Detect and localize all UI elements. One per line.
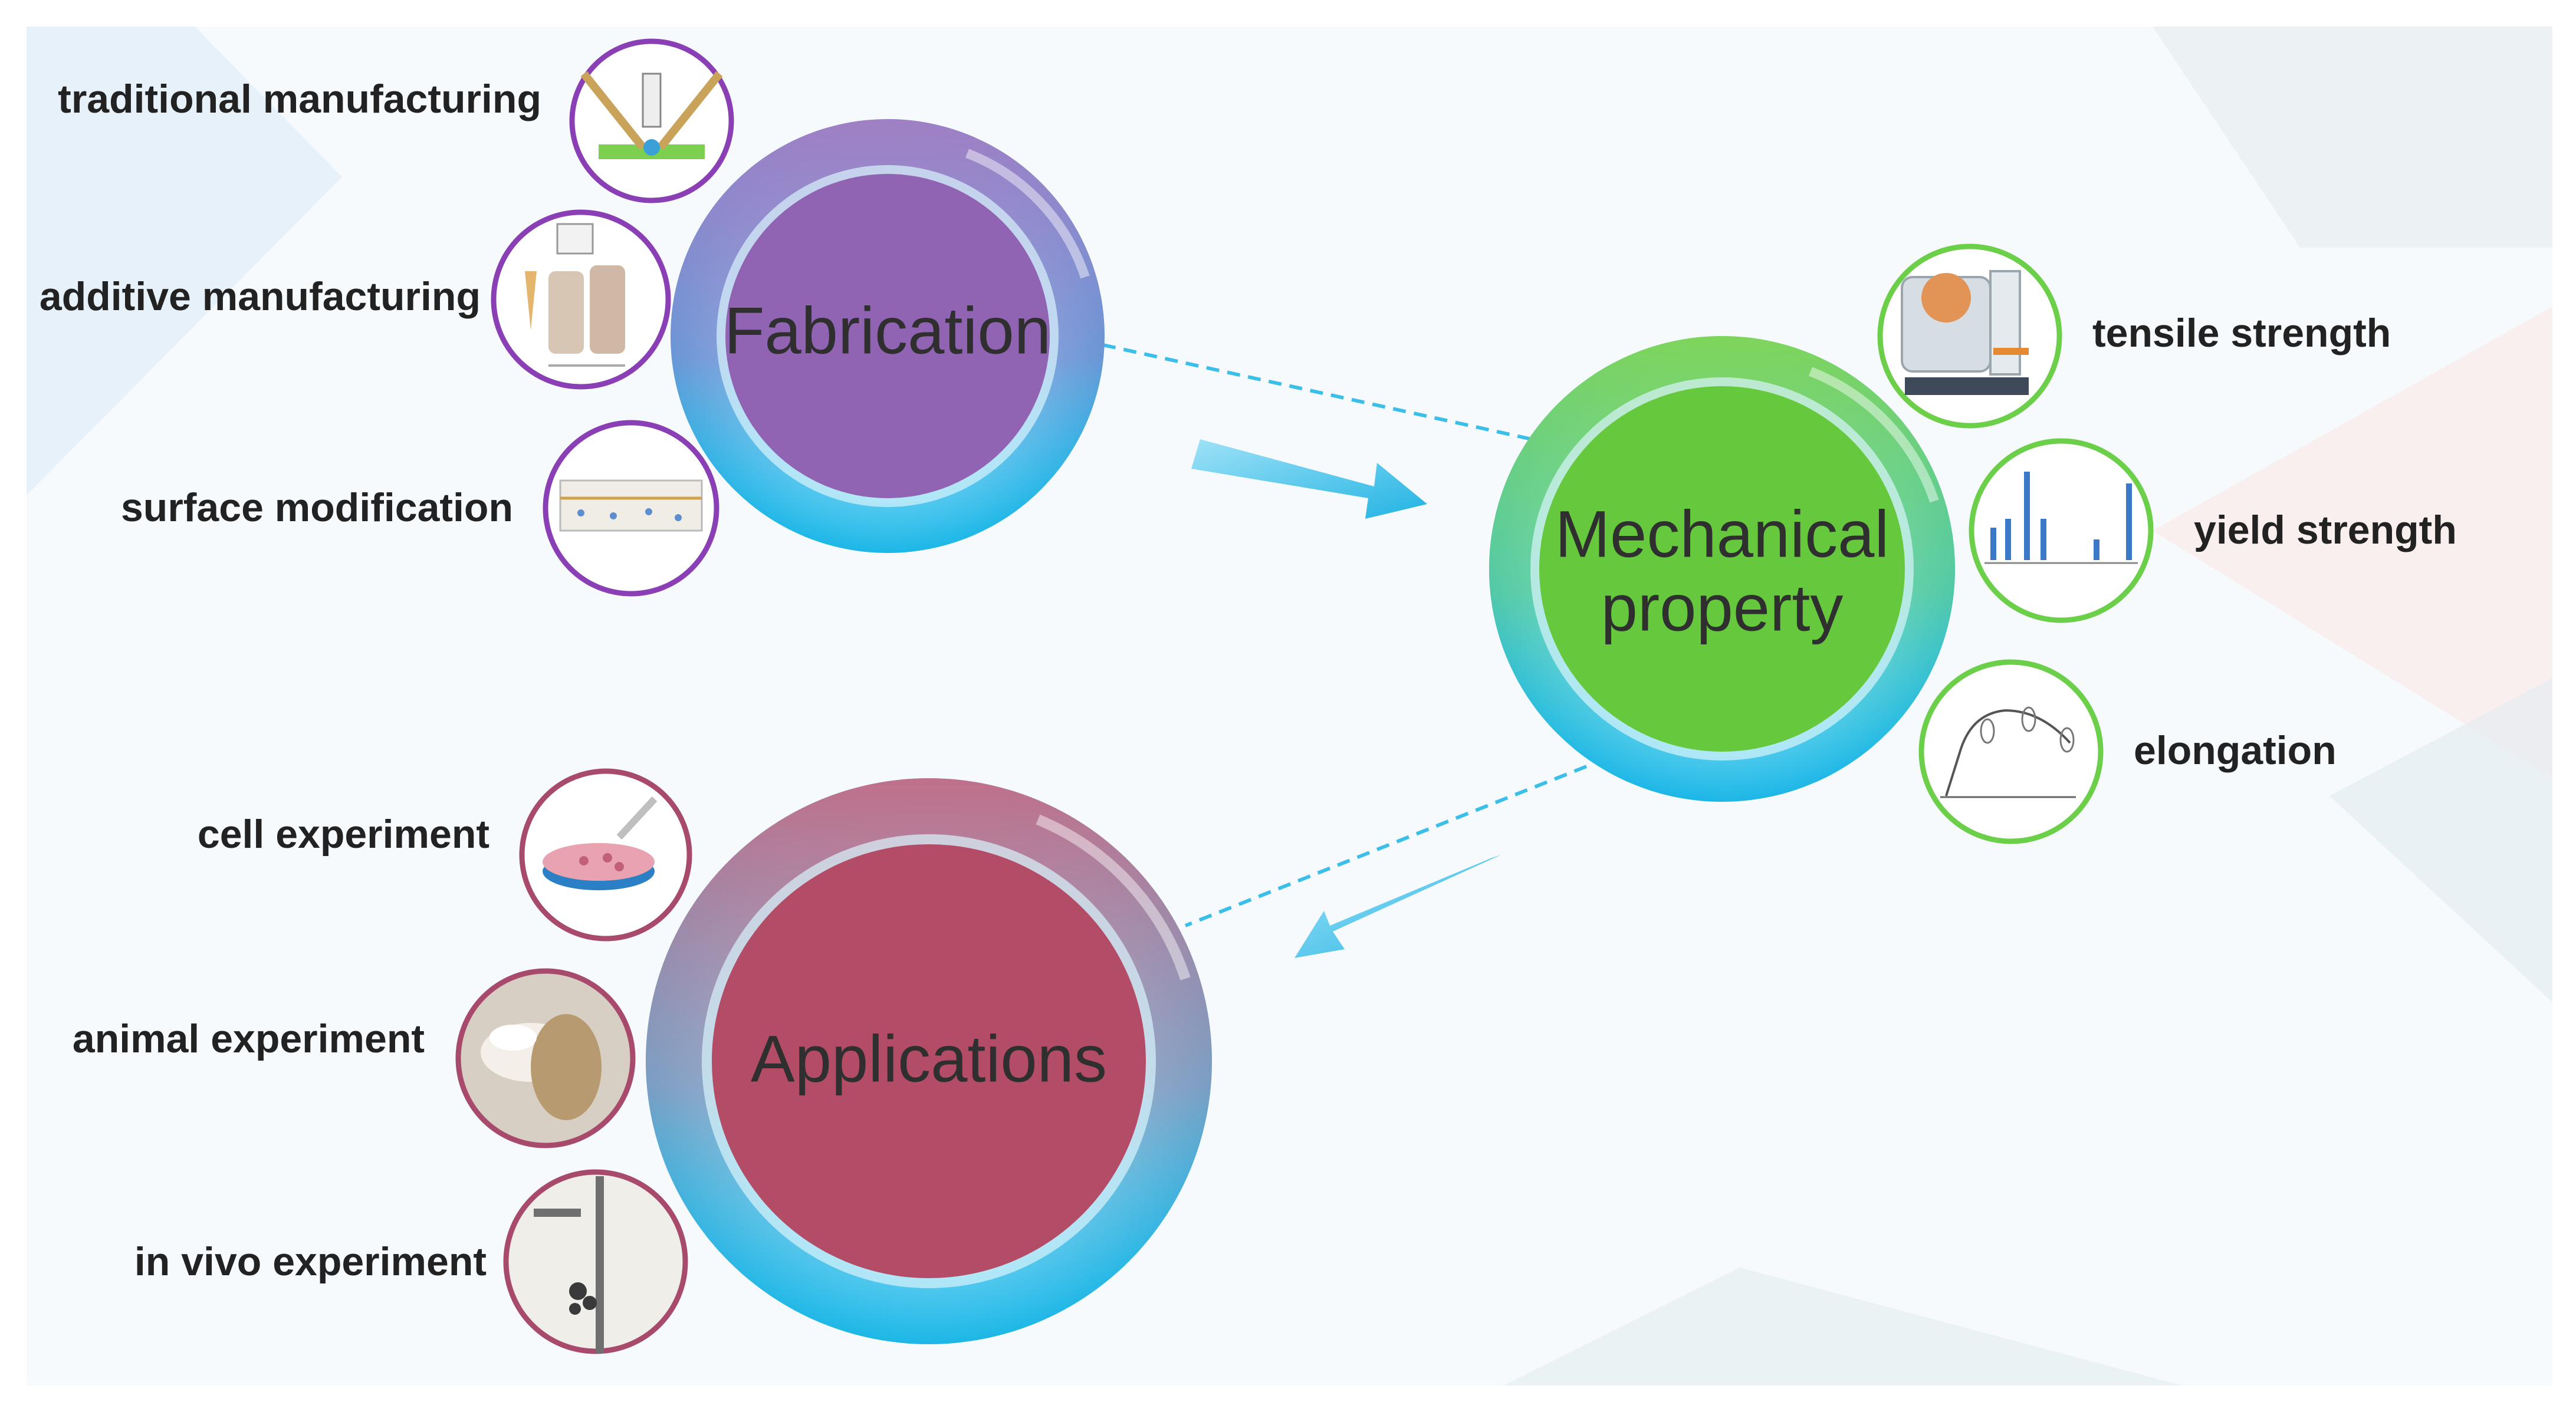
fabrication-gloss (965, 149, 1090, 279)
mechanical-item-yield: yield strength (1969, 438, 2457, 623)
fabrication-item-additive: additive manufacturing (40, 209, 671, 390)
mechanical-label-line1: Mechanical (1555, 498, 1890, 571)
animal-experiment-label: animal experiment (73, 1016, 425, 1061)
tensile-tester-icon (1901, 270, 2029, 395)
arrow-to-applications (1294, 855, 1501, 958)
background-shape-left (27, 27, 342, 495)
elongation-label: elongation (2134, 728, 2337, 773)
fabrication-node: Fabrication (671, 119, 1105, 553)
application-item-invivo: in vivo experiment (134, 1169, 688, 1354)
mechanical-gloss (1809, 367, 1939, 503)
applications-node: Applications (646, 778, 1212, 1344)
mechanical-node: Mechanical property (1489, 336, 1955, 802)
background-shape-right-mid (2153, 307, 2552, 778)
applications-label: Applications (751, 1022, 1107, 1096)
bar-chart-icon (1984, 472, 2138, 564)
dual-nozzle-dispensing-icon (580, 71, 723, 159)
mechanical-item-elongation: elongation (1918, 659, 2337, 844)
surface-modification-label: surface modification (121, 485, 513, 530)
applications-core (712, 844, 1146, 1278)
fabrication-item-traditional: traditional manufacturing (58, 38, 734, 203)
application-item-cell: cell experiment (198, 768, 692, 942)
fabrication-label: Fabrication (724, 294, 1051, 368)
in-vivo-experiment-label: in vivo experiment (134, 1239, 487, 1284)
connector-fabrication-mechanical (1102, 343, 1546, 444)
yield-strength-badge (1969, 438, 2154, 623)
cell-experiment-label: cell experiment (198, 812, 489, 857)
stress-strain-curve-icon (1940, 706, 2076, 798)
additive-manufacturing-label: additive manufacturing (40, 274, 481, 319)
traditional-manufacturing-label: traditional manufacturing (58, 77, 541, 121)
background-shape-bottom (1504, 1268, 2182, 1385)
coated-surface-icon (559, 479, 703, 532)
arrow-to-mechanical (1191, 439, 1427, 519)
fabrication-core (725, 174, 1050, 498)
3d-printer-icon (525, 223, 625, 367)
elongation-badge (1918, 659, 2104, 844)
connector-mechanical-applications (1184, 765, 1588, 927)
background-panel (27, 27, 2552, 1385)
yield-strength-label: yield strength (2194, 508, 2457, 552)
background-shape-right-bottom (2329, 678, 2552, 1002)
application-item-animal: animal experiment (73, 968, 636, 1148)
mechanical-label-line2: property (1601, 571, 1844, 645)
mechanical-item-tensile: tensile strength (1877, 243, 2391, 429)
petri-dish-icon (543, 796, 658, 890)
tensile-strength-label: tensile strength (2092, 311, 2391, 356)
background-shape-right-top (2153, 27, 2552, 248)
mechanical-core (1539, 386, 1905, 752)
applications-gloss (1036, 814, 1191, 980)
animal-photo-icon (481, 1014, 602, 1120)
fabrication-item-surface: surface modification (121, 420, 719, 597)
implant-photo-icon (534, 1176, 604, 1353)
